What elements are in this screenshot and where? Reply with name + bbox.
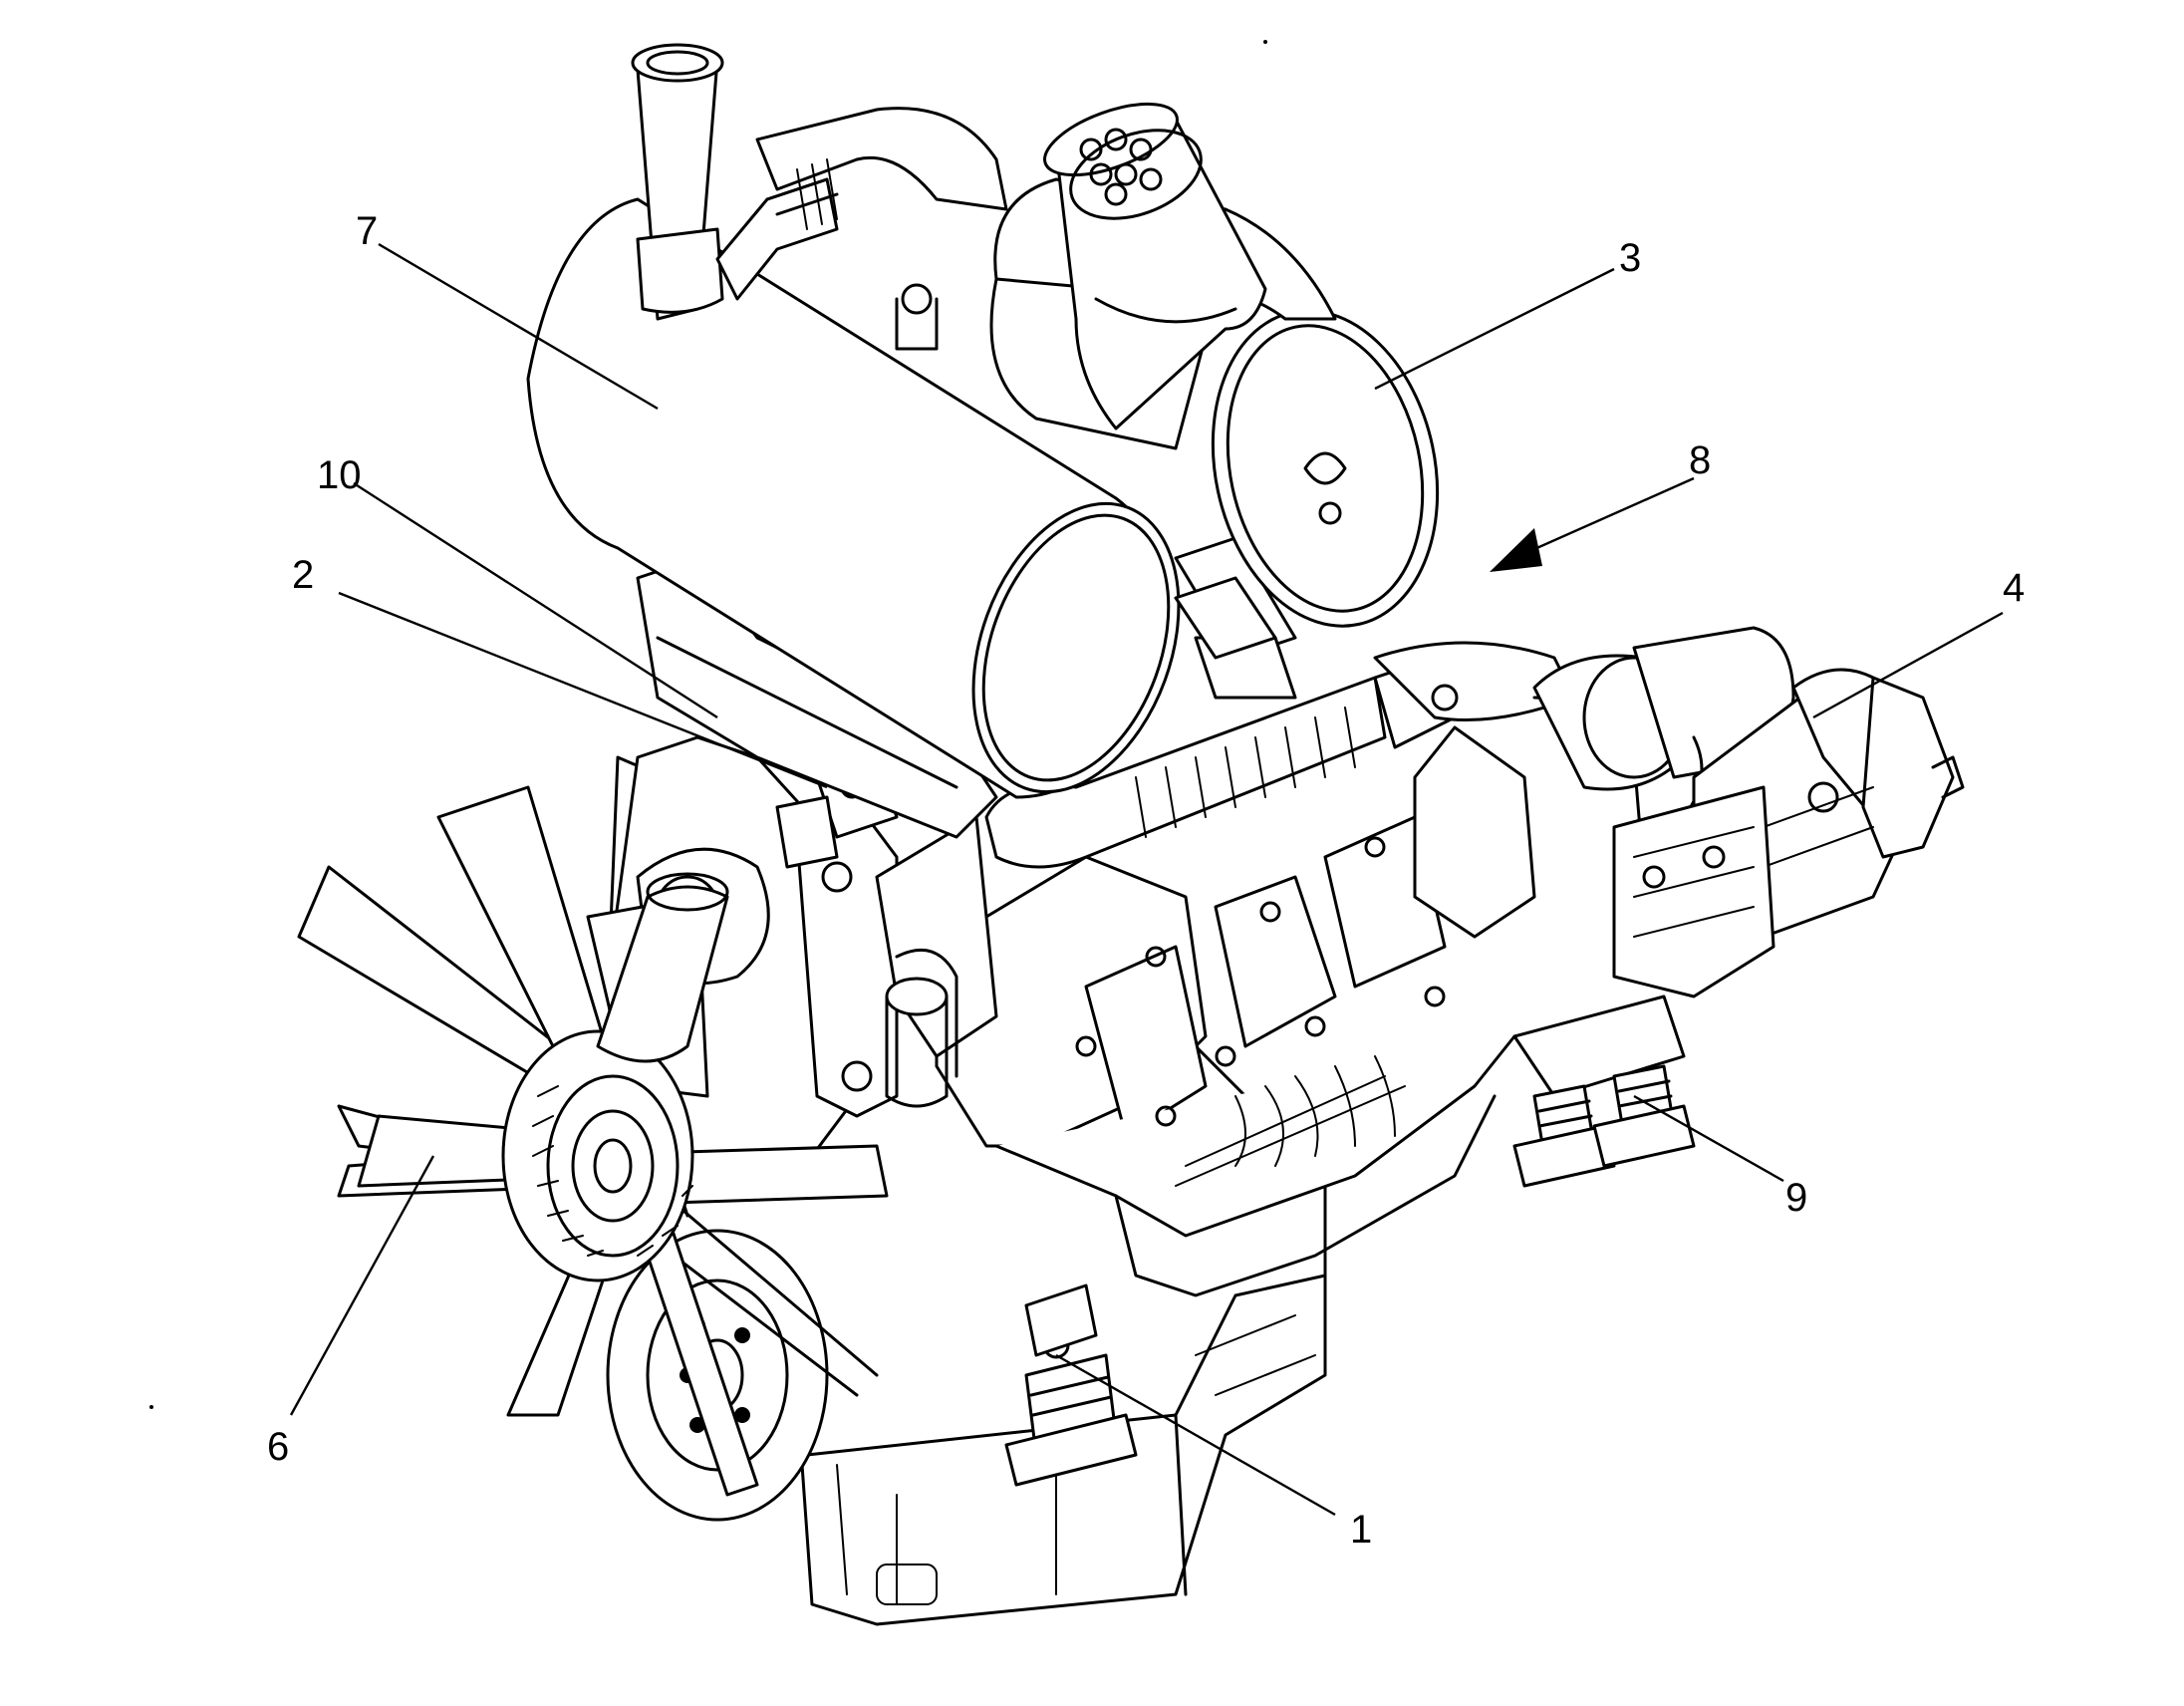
callout-6: 6	[267, 1425, 289, 1469]
cooling-fan	[297, 785, 889, 1497]
leader-lines	[289, 242, 2004, 1517]
callout-1: 1	[1350, 1508, 1372, 1552]
leader-4	[1812, 611, 2004, 719]
leader-2	[338, 591, 828, 789]
leader-8-arrow	[1513, 476, 1695, 560]
leader-3	[1374, 267, 1615, 391]
callout-10: 10	[317, 453, 362, 497]
engine-mounts-rear	[1512, 995, 1696, 1188]
leader-10	[353, 481, 718, 719]
leader-9	[1633, 1094, 1784, 1183]
leader-6	[289, 1155, 435, 1416]
callout-8: 8	[1689, 438, 1711, 482]
scan-speck	[1263, 40, 1267, 44]
air-cleaner	[895, 102, 1440, 660]
pto-housing	[1612, 785, 1775, 998]
engine-mount-front	[1004, 1283, 1138, 1487]
callout-2: 2	[292, 553, 314, 597]
callout-7: 7	[356, 209, 378, 253]
exhaust-pipework	[984, 641, 1646, 939]
arrow-head-8	[1490, 528, 1542, 572]
callout-9: 9	[1785, 1176, 1807, 1220]
callout-labels: 1 2 3 4 6 7 8 9 10	[267, 209, 2025, 1552]
silencer	[526, 43, 1181, 799]
scan-speck	[149, 1405, 153, 1409]
rocker-covers	[935, 815, 1516, 1297]
leader-7	[378, 242, 659, 411]
callout-3: 3	[1619, 236, 1641, 280]
leader-1	[1055, 1353, 1336, 1517]
callout-4: 4	[2003, 566, 2025, 610]
